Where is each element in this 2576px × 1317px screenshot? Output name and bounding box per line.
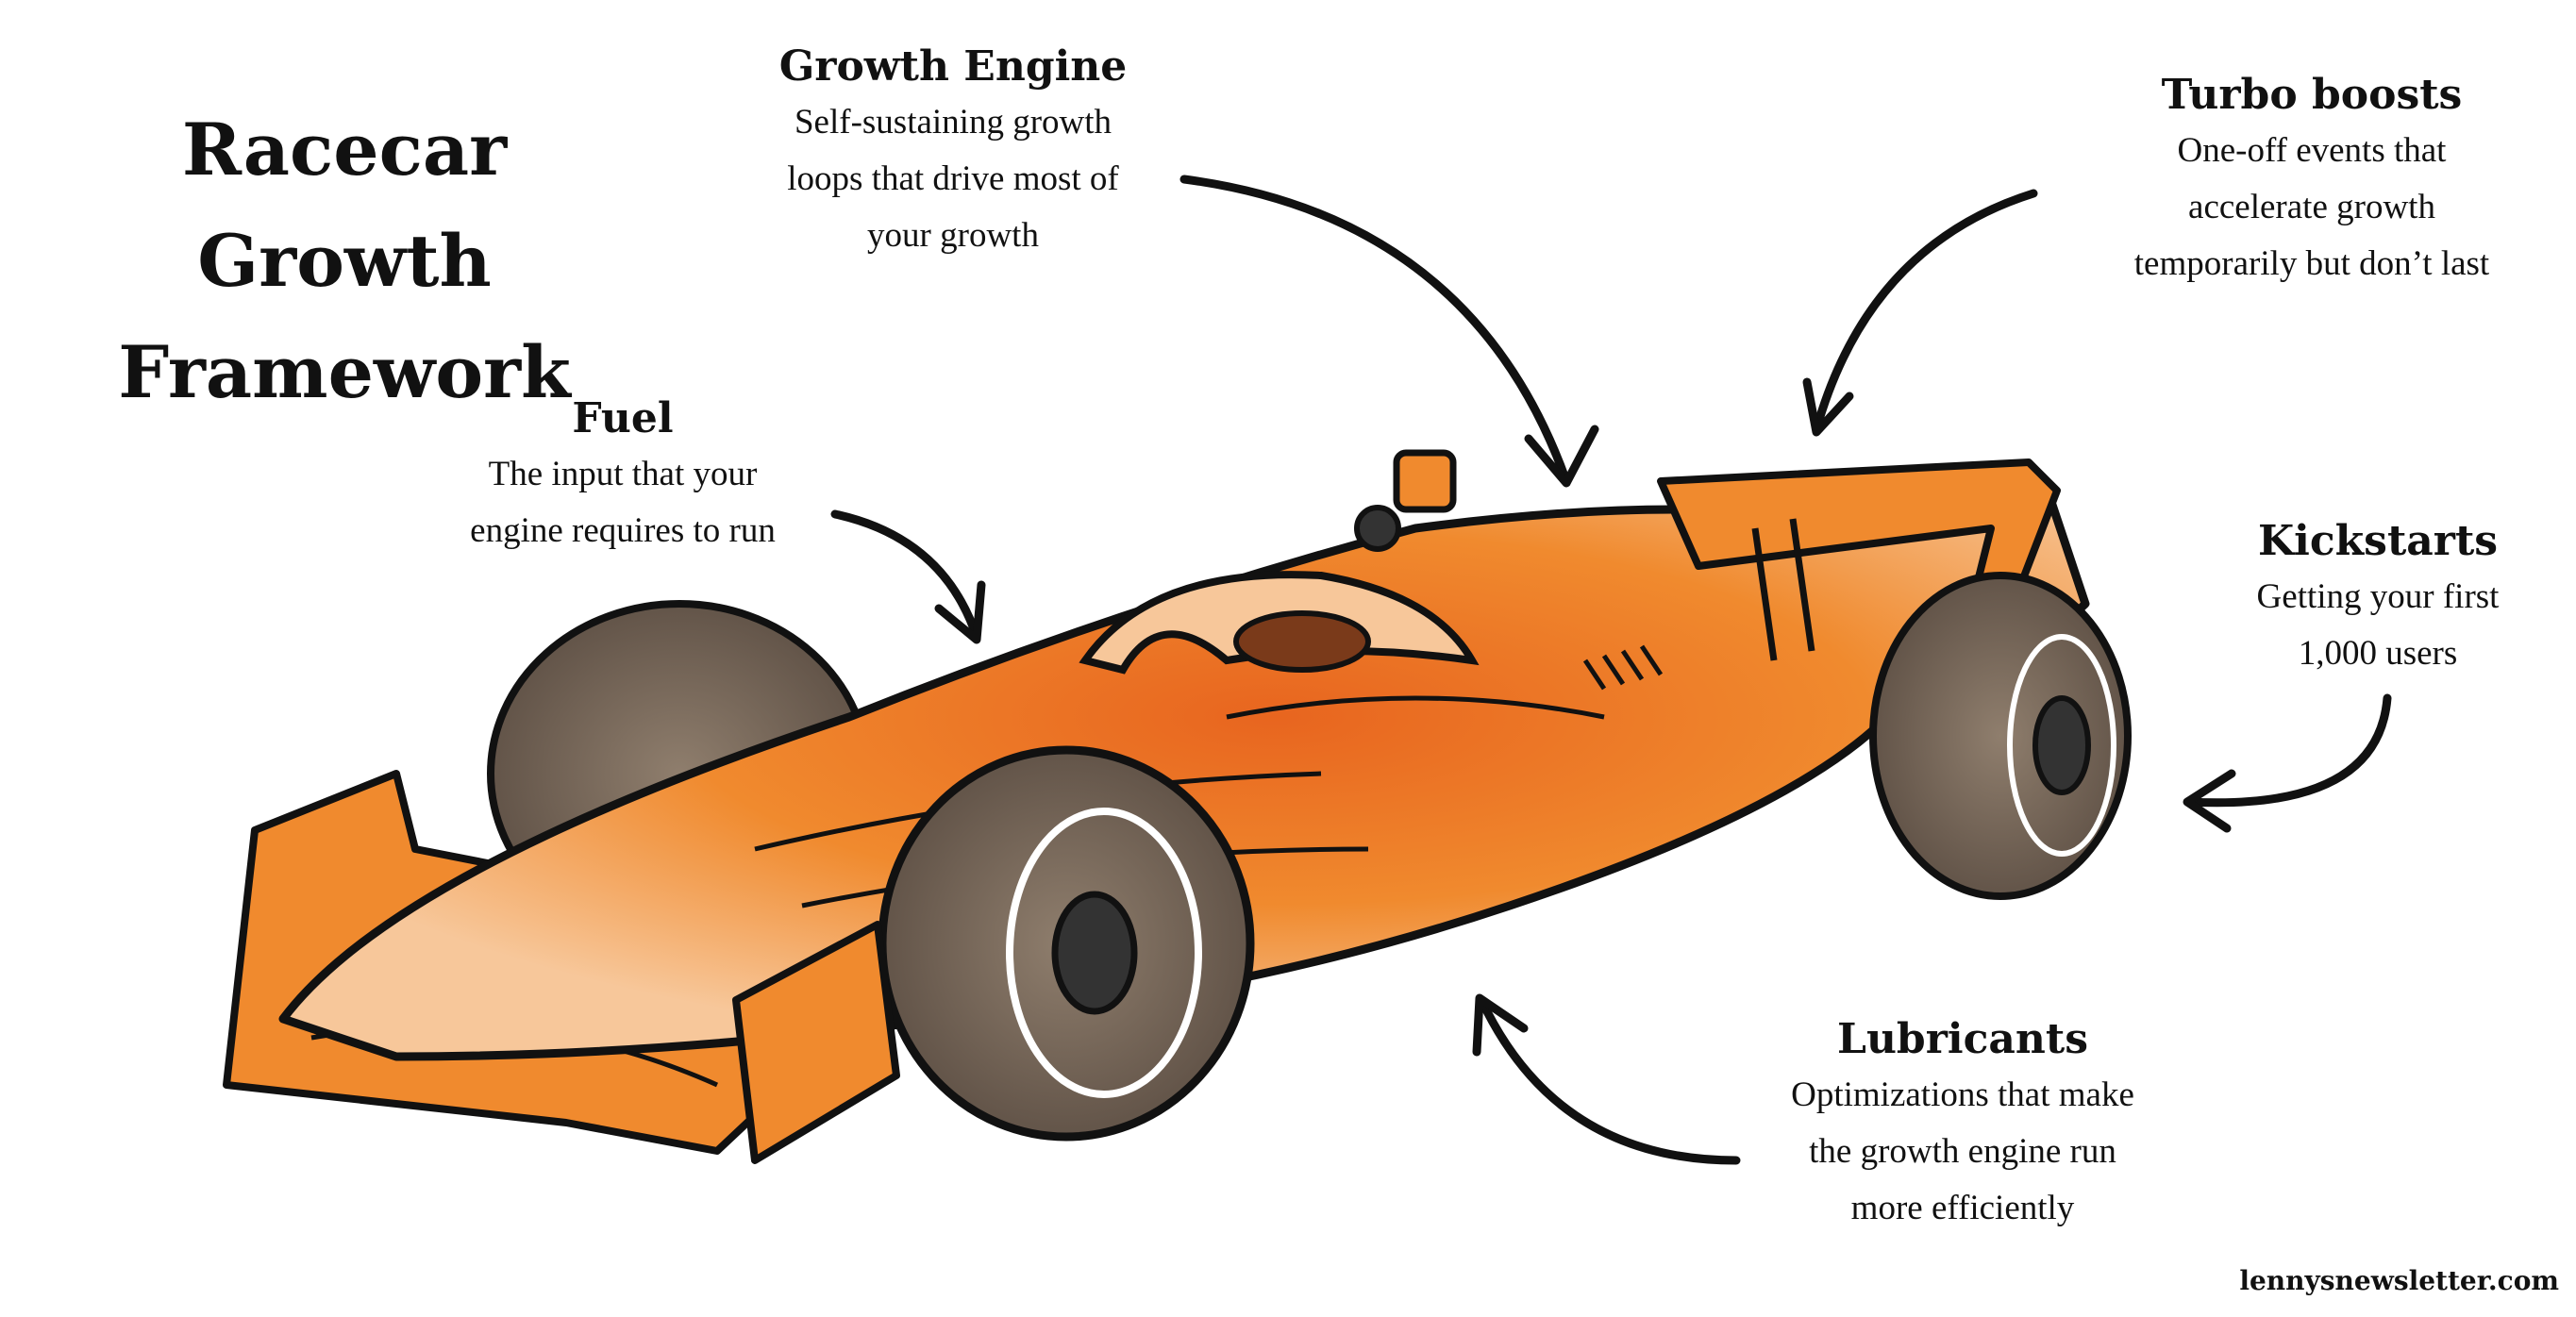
rear-right-wheel (1869, 572, 2132, 900)
lubricants-desc-3: more efficiently (1850, 1189, 2075, 1227)
turbo-boosts-desc-1: One-off events that (2177, 131, 2447, 170)
lubricants-label: Lubricants Optimizations that make the g… (1727, 1012, 2199, 1237)
growth-engine-desc-3: your growth (867, 216, 1039, 255)
fuel-desc-1: The input that your (488, 455, 758, 493)
turbo-boosts-desc-2: accelerate growth (2188, 188, 2435, 226)
lubricants-arrow (1477, 995, 1741, 1165)
fuel-heading: Fuel (572, 394, 674, 442)
turbo-boosts-arrow (1812, 189, 2038, 434)
kickstarts-arrow (2184, 693, 2392, 808)
fuel-label: Fuel The input that your engine requires… (415, 392, 830, 559)
kickstarts-label: Kickstarts Getting your first 1,000 user… (2199, 514, 2557, 682)
growth-engine-label: Growth Engine Self-sustaining growth loo… (727, 40, 1179, 264)
lubricants-heading: Lubricants (1837, 1015, 2088, 1063)
kickstarts-desc-1: Getting your first (2256, 577, 2500, 616)
site-credit: lennysnewsletter.com (2239, 1265, 2559, 1296)
kickstarts-desc-2: 1,000 users (2298, 634, 2458, 673)
kickstarts-heading: Kickstarts (2257, 517, 2499, 565)
turbo-boosts-heading: Turbo boosts (2161, 71, 2463, 119)
growth-engine-desc-1: Self-sustaining growth (794, 103, 1112, 142)
fuel-arrow (830, 509, 981, 642)
growth-engine-desc-2: loops that drive most of (787, 159, 1119, 198)
growth-engine-heading: Growth Engine (778, 42, 1128, 91)
turbo-boosts-label: Turbo boosts One-off events that acceler… (2076, 68, 2548, 292)
growth-engine-arrow (1179, 175, 1571, 486)
turbo-boosts-desc-3: temporarily but don’t last (2133, 244, 2490, 283)
page-title: Racecar Growth Framework (118, 108, 571, 414)
lubricants-desc-1: Optimizations that make (1791, 1075, 2134, 1114)
fuel-desc-2: engine requires to run (470, 511, 776, 550)
lubricants-desc-2: the growth engine run (1809, 1132, 2116, 1171)
